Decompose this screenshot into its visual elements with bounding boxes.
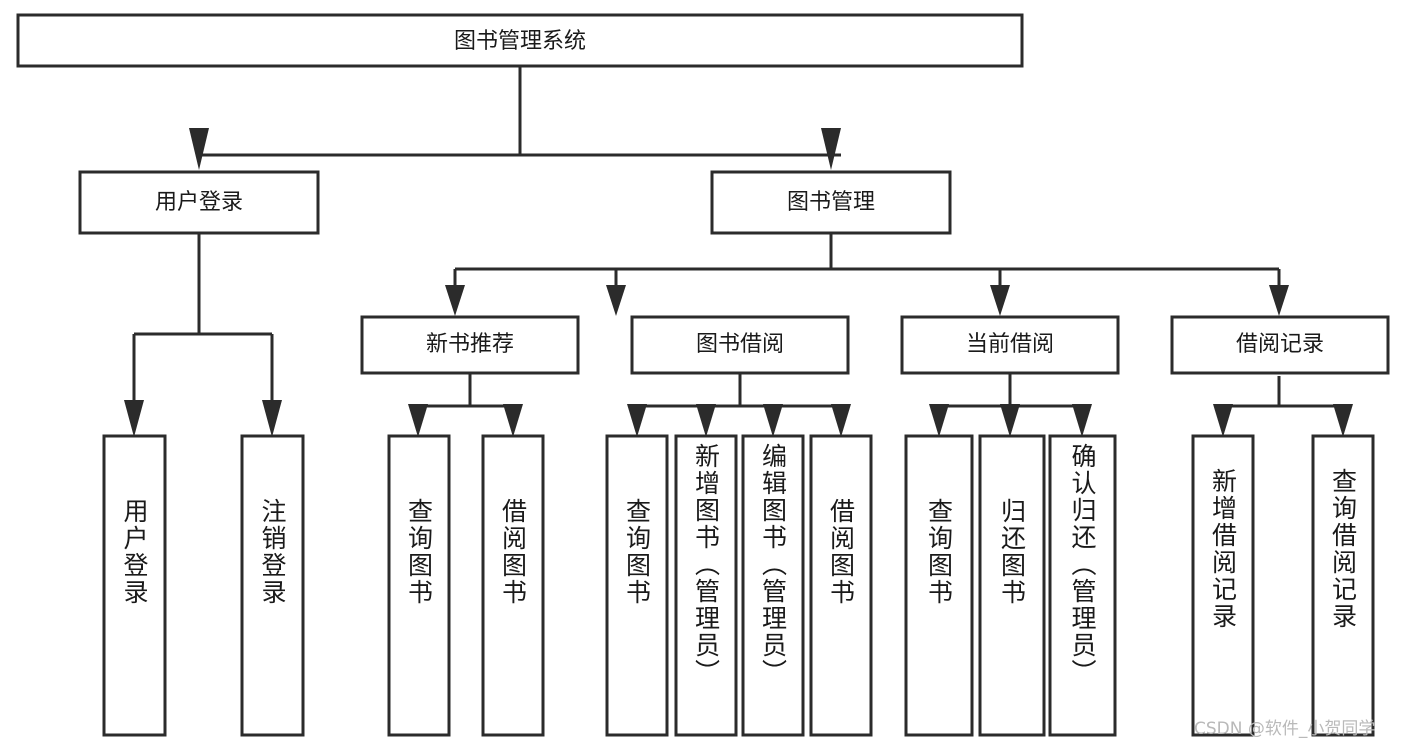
leaf-boxes (102, 434, 1375, 737)
arrowhead-book-manage (821, 128, 841, 170)
leaf-query-book-3-box[interactable] (904, 434, 974, 737)
connector-userlogin-to-leaves (124, 233, 282, 437)
leaf-add-book-box[interactable] (674, 434, 738, 737)
arrowhead-leaf-confirm-return (1072, 404, 1092, 437)
node-current-borrow[interactable]: 当前借阅 (900, 315, 1120, 375)
arrowhead-leaf-return-book (1000, 404, 1020, 437)
node-book-borrow-label: 图书借阅 (696, 332, 784, 357)
node-book-manage-label: 图书管理 (787, 190, 875, 215)
node-root[interactable]: 图书管理系统 (16, 13, 1024, 68)
csdn-watermark: CSDN @软件_小贺同学 (1194, 719, 1376, 739)
node-current-borrow-label: 当前借阅 (966, 332, 1054, 357)
node-user-login-box[interactable] (78, 170, 320, 235)
leaf-edit-book-box[interactable] (741, 434, 805, 737)
connector-root-to-level2 (189, 66, 841, 170)
node-book-manage-box[interactable] (710, 170, 952, 235)
arrowhead-leaf-borrow-book-1 (503, 404, 523, 437)
node-borrow-record-label: 借阅记录 (1236, 332, 1324, 357)
leaf-add-record-box[interactable] (1191, 434, 1255, 737)
arrowhead-leaf-add-book (696, 404, 716, 437)
leaf-borrow-book-1-box[interactable] (481, 434, 545, 737)
leaf-query-book-2-box[interactable] (605, 434, 669, 737)
node-user-login[interactable]: 用户登录 (78, 170, 320, 235)
arrowhead-leaf-add-record (1213, 404, 1233, 437)
node-book-borrow[interactable]: 图书借阅 (630, 315, 850, 375)
leaf-query-record-box[interactable] (1311, 434, 1375, 737)
arrowhead-current-borrow (990, 285, 1010, 316)
arrowhead-borrow-record (1269, 285, 1289, 316)
node-root-box[interactable] (16, 13, 1024, 68)
node-new-book-recommend-box[interactable] (360, 315, 580, 375)
arrowhead-leaf-query-book-3 (929, 404, 949, 437)
node-borrow-record[interactable]: 借阅记录 (1170, 315, 1390, 375)
connector-borrowrecord-to-leaves (1213, 376, 1353, 437)
connector-newbook-to-leaves (408, 373, 523, 437)
arrowhead-leaf-query-book-1 (408, 404, 428, 437)
node-book-manage[interactable]: 图书管理 (710, 170, 952, 235)
connector-currentborrow-to-leaves (929, 373, 1092, 437)
node-user-login-label: 用户登录 (155, 190, 243, 215)
leaf-confirm-return-box[interactable] (1048, 434, 1117, 737)
leaf-query-book-1-box[interactable] (387, 434, 451, 737)
node-root-label: 图书管理系统 (454, 29, 586, 54)
arrowhead-leaf-edit-book (763, 404, 783, 437)
node-book-borrow-box[interactable] (630, 315, 850, 375)
arrowhead-leaf-query-record (1333, 404, 1353, 437)
arrowhead-book-borrow (606, 285, 626, 316)
connector-bookborrow-to-leaves (627, 373, 851, 437)
arrowhead-new-book-recommend (445, 285, 465, 316)
node-new-book-recommend-label: 新书推荐 (426, 332, 514, 357)
leaf-borrow-book-2-box[interactable] (809, 434, 873, 737)
node-new-book-recommend[interactable]: 新书推荐 (360, 315, 580, 375)
leaf-logout-login-box[interactable] (240, 434, 305, 737)
arrowhead-leaf-borrow-book-2 (831, 404, 851, 437)
arrowhead-user-login (189, 128, 209, 170)
arrowhead-leaf-query-book-2 (627, 404, 647, 437)
node-borrow-record-box[interactable] (1170, 315, 1390, 375)
arrowhead-leaf-logout-login (262, 400, 282, 437)
leaf-return-book-box[interactable] (978, 434, 1046, 737)
node-current-borrow-box[interactable] (900, 315, 1120, 375)
leaf-user-login-box[interactable] (102, 434, 167, 737)
connector-bookmanage-to-level3 (445, 233, 1289, 316)
arrowhead-leaf-user-login (124, 400, 144, 437)
